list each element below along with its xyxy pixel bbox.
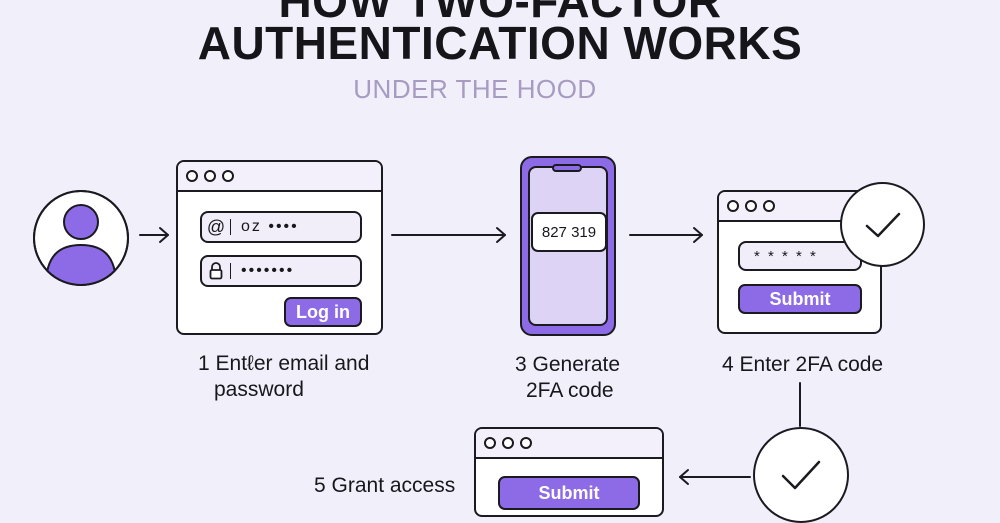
email-icon: @ [202, 217, 231, 237]
twofa-code-field[interactable]: * * * * * [738, 241, 862, 271]
window-dot-icon [204, 170, 216, 182]
window-titlebar [178, 162, 381, 192]
window-dot-icon [186, 170, 198, 182]
phone-notch [552, 164, 582, 172]
step3-label-line2: 2FA code [526, 379, 614, 402]
checkmark-icon [865, 212, 900, 237]
step4-label: 4 Enter 2FA code [722, 353, 884, 376]
page-title-line2: AUTHENTICATION WORKS [197, 17, 803, 69]
twofa-code-value: * * * * * [754, 247, 818, 265]
user-avatar-icon [33, 190, 129, 286]
user-avatar [32, 189, 132, 294]
checkmark-icon [781, 460, 821, 490]
arrow-right-icon [391, 227, 506, 243]
arrow-right-icon [139, 227, 169, 243]
email-field[interactable]: @ oz •••• [200, 211, 362, 243]
generated-code: 827 319 [531, 212, 607, 252]
window-dot-icon [763, 200, 775, 212]
lock-icon [202, 262, 231, 280]
password-value: ••••••• [241, 262, 295, 279]
window-dot-icon [222, 170, 234, 182]
window-dot-icon [502, 437, 514, 449]
arrow-left-icon [679, 469, 751, 485]
window-dot-icon [520, 437, 532, 449]
step1-label-line1: 1 Entℓer email and [198, 352, 370, 375]
window-dot-icon [745, 200, 757, 212]
login-window: @ oz •••• ••••••• Log in [176, 160, 383, 335]
window-dot-icon [484, 437, 496, 449]
arrow-right-icon [629, 227, 703, 243]
step5-label: 5 Grant access [314, 474, 456, 497]
login-button[interactable]: Log in [284, 297, 362, 327]
verified-badge [840, 182, 925, 267]
step1-label-line2: password [214, 378, 304, 401]
submit-button[interactable]: Submit [738, 284, 862, 314]
submit-button[interactable]: Submit [498, 476, 640, 510]
page-subtitle: UNDER THE HOOD [353, 74, 597, 104]
window-dot-icon [727, 200, 739, 212]
page-title-line1: HOW TWO-FACTOR [278, 0, 722, 27]
step3-label-line1: 3 Generate [515, 353, 621, 376]
email-value: oz •••• [241, 218, 299, 235]
access-granted-badge [753, 427, 849, 523]
flow-connectors [139, 227, 801, 485]
access-window: Submit [474, 427, 664, 517]
window-titlebar [476, 429, 662, 459]
password-field[interactable]: ••••••• [200, 255, 362, 287]
